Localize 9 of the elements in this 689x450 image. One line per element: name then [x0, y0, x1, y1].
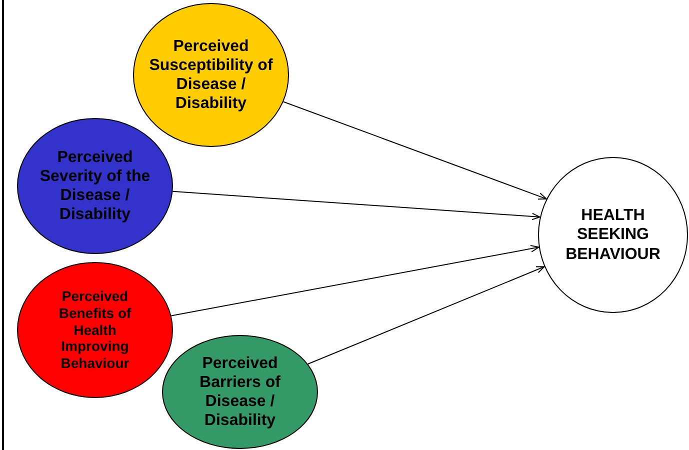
node-label: Perceived Barriers of Disease / Disability: [198, 354, 282, 430]
arrow: [307, 266, 545, 365]
node-label: HEALTH SEEKING BEHAVIOUR: [564, 206, 662, 264]
node-label: Perceived Susceptibility of Disease / Disability: [148, 36, 274, 114]
arrow: [172, 190, 541, 220]
node-label: Perceived Severity of the Disease / Disability: [38, 148, 152, 224]
arrow: [282, 101, 548, 200]
node-label: Perceived Benefits of Health Improving Behaviour: [58, 288, 132, 372]
arrow: [170, 245, 540, 316]
